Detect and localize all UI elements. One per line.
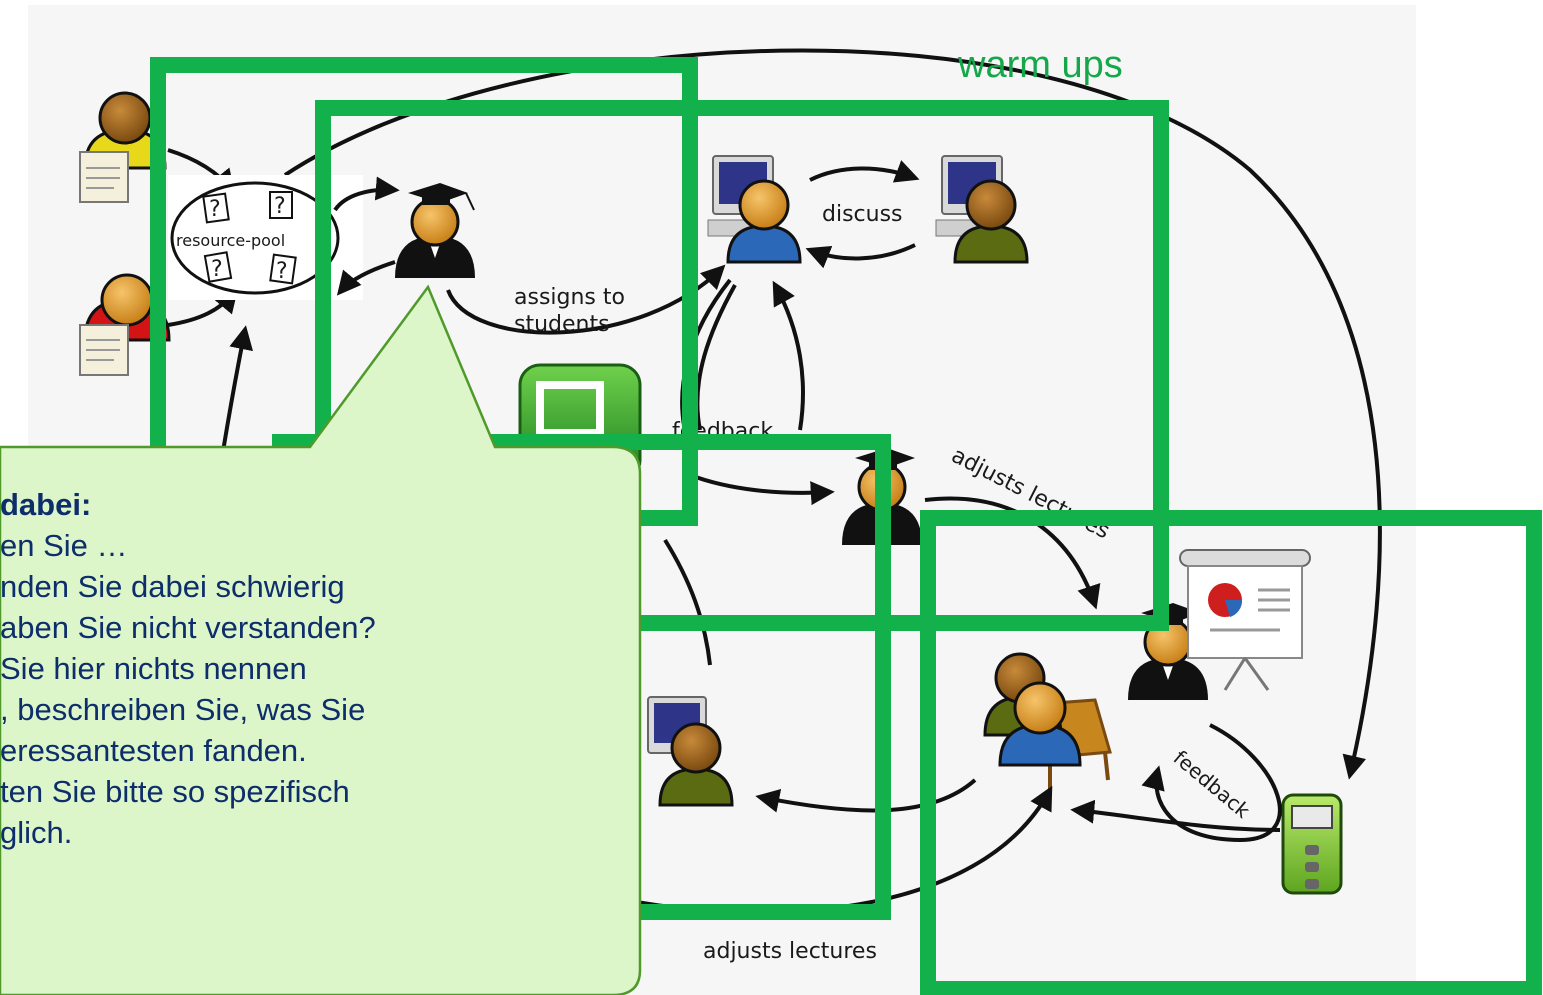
callout-bubble: [0, 284, 642, 995]
discuss-arrow: [805, 243, 916, 269]
pool-to-teacher-arrow: [333, 176, 400, 212]
discuss-arrow: [809, 160, 920, 183]
question-mark: ?: [274, 194, 286, 219]
callout-line: dabei:: [0, 487, 92, 522]
discuss-label: discuss: [822, 202, 903, 227]
question-mark: ?: [209, 197, 221, 222]
callout-line: nden Sie dabei schwierig: [0, 569, 345, 604]
question-mark: ?: [211, 257, 223, 282]
highlight-box: [315, 100, 1169, 631]
callout-line: Sie hier nichts nennen: [0, 651, 307, 686]
assigns-label: students: [514, 312, 610, 337]
group-icon: [983, 652, 1112, 790]
resource-pool: ? ? ? ? resource-pool: [168, 175, 363, 300]
presentation-icon: [1179, 549, 1311, 691]
student-computer-icon: [935, 155, 1029, 264]
author-icon: [79, 91, 167, 203]
callout-line: , beschreiben Sie, was Sie: [0, 692, 366, 727]
adjusts-lectures-label: adjusts lectures: [703, 939, 877, 964]
student-computer-icon: [707, 155, 802, 264]
highlight-frames: [150, 57, 1542, 995]
callout-line: eressantesten fanden.: [0, 733, 307, 768]
callout-line: glich.: [0, 815, 73, 850]
warm-ups-label: warm ups: [957, 44, 1123, 86]
clicker-icon: [1281, 793, 1343, 895]
student-computer-icon: [647, 696, 734, 807]
callout-line: en Sie …: [0, 528, 128, 563]
feedback-arrow: [772, 280, 805, 431]
callout-text: dabei: en Sie … nden Sie dabei schwierig…: [0, 484, 640, 994]
callout-line: ten Sie bitte so spezifisch: [0, 774, 350, 809]
feedback-loop-arrow: [1141, 723, 1282, 843]
assigns-label: assigns to: [514, 285, 625, 310]
outer-arc-arrow: [283, 48, 1382, 780]
clicker-to-group-arrow: [1070, 799, 1281, 832]
teacher-icon: [395, 183, 475, 278]
question-mark: ?: [276, 259, 288, 284]
flow-line: [663, 538, 712, 666]
to-teacher-arrow: [689, 473, 835, 506]
callout-line: aben Sie nicht verstanden?: [0, 610, 376, 645]
resource-pool-label: resource-pool: [176, 231, 285, 250]
teacher-to-pool-arrow: [336, 260, 396, 296]
highlight-box: [920, 510, 1542, 995]
